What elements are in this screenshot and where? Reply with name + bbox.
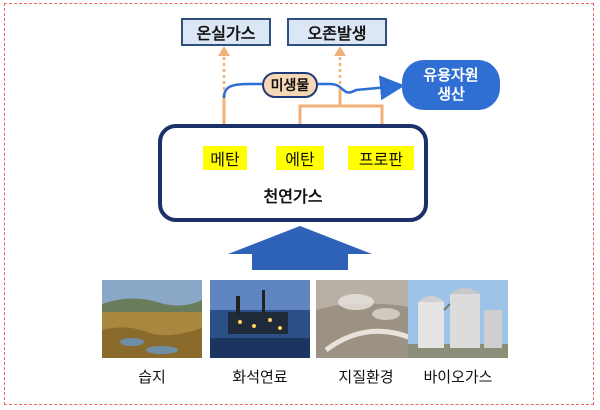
offshore-platform-photo <box>210 280 310 358</box>
useful-resource-line2: 생산 <box>437 85 465 103</box>
ethane-label: 에탄 <box>285 150 315 169</box>
biogas-silo-photo <box>408 280 508 358</box>
arrow-head-ozone <box>334 46 346 56</box>
component-ethane: 에탄 <box>276 146 324 170</box>
arrow-head-greenhouse <box>218 46 230 56</box>
natural-gas-title: 천연가스 <box>158 180 428 210</box>
big-up-arrow <box>228 226 372 270</box>
natural-gas-box <box>158 124 428 222</box>
diagram-frame <box>4 3 594 405</box>
useful-resource-line1: 유용자원 <box>423 66 479 84</box>
geothermal-photo <box>316 280 416 358</box>
flow-line-left <box>222 82 262 99</box>
microbe-label: 미생물 <box>270 78 310 94</box>
ozone-box: 오존발생 <box>287 18 387 46</box>
greenhouse-gas-box: 온실가스 <box>181 18 271 46</box>
component-propane: 프로판 <box>348 146 414 170</box>
natural-gas-label: 천연가스 <box>263 187 323 206</box>
propane-label: 프로판 <box>358 150 404 169</box>
microbe-pill: 미생물 <box>262 72 318 98</box>
caption-biogas: 바이오가스 <box>423 368 493 386</box>
caption-geology: 지질환경 <box>338 368 394 386</box>
caption-wetland: 습지 <box>138 368 166 386</box>
caption-fossil-fuel: 화석연료 <box>232 368 288 386</box>
ozone-label: 오존발생 <box>307 24 367 43</box>
flow-arrow-right <box>318 75 405 101</box>
greenhouse-gas-label: 온실가스 <box>196 24 256 43</box>
component-methane: 메탄 <box>203 146 247 170</box>
wetland-photo <box>102 280 202 358</box>
useful-resource-oval: 유용자원 생산 <box>402 60 500 110</box>
methane-label: 메탄 <box>210 150 240 169</box>
